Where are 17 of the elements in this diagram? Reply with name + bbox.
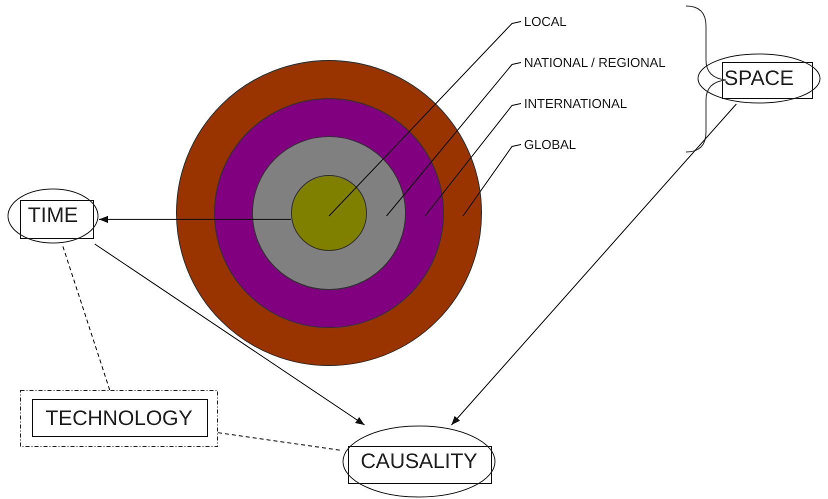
leader-line [424, 103, 522, 216]
concept-ellipse: CAUSALITY [342, 425, 496, 498]
dashed-connector [62, 244, 110, 390]
arrow [94, 244, 366, 426]
ring-label: NATIONAL / REGIONAL [524, 55, 666, 70]
arrow [450, 104, 737, 426]
concept-ellipse: TIME [7, 188, 99, 244]
leader-line [386, 62, 522, 216]
concept-box: TECHNOLOGY [20, 390, 218, 447]
leader-line [328, 21, 522, 216]
ring-label: GLOBAL [524, 137, 576, 152]
ring-label: INTERNATIONAL [524, 96, 628, 111]
leader-line [462, 144, 522, 216]
ring-label: LOCAL [524, 14, 567, 29]
dashed-connector [218, 432, 342, 451]
arrow [98, 216, 292, 224]
concept-ellipse: SPACE [697, 53, 821, 104]
